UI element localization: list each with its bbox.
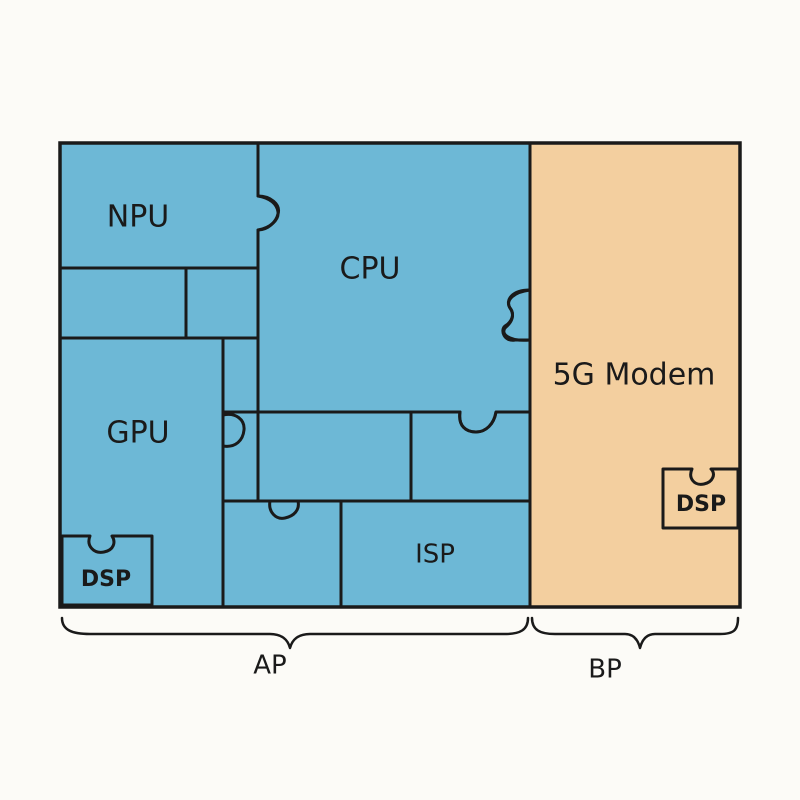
bp-label: BP <box>588 655 622 685</box>
ap-label: AP <box>253 651 286 681</box>
mid-right-block <box>184 266 260 340</box>
lower-center-block <box>221 410 413 503</box>
outer-frame <box>58 141 742 609</box>
dsp-bp-piece <box>661 467 740 530</box>
bp-region <box>528 141 742 609</box>
isp-piece <box>339 499 532 609</box>
connector-block <box>221 336 260 503</box>
ap-brace <box>60 616 530 650</box>
npu-label: NPU <box>107 200 170 235</box>
bottom-small-block <box>221 499 343 609</box>
gpu-label: GPU <box>106 416 169 451</box>
modem-label: 5G Modem <box>553 358 716 393</box>
mid-left-block <box>58 266 188 340</box>
lower-right-block <box>409 410 532 503</box>
isp-label: ISP <box>415 540 455 570</box>
dsp-ap-label: DSP <box>81 567 131 592</box>
dsp-ap-piece <box>60 534 154 607</box>
bp-brace <box>530 616 740 650</box>
cpu-label: CPU <box>340 252 401 287</box>
dsp-bp-label: DSP <box>676 492 726 517</box>
